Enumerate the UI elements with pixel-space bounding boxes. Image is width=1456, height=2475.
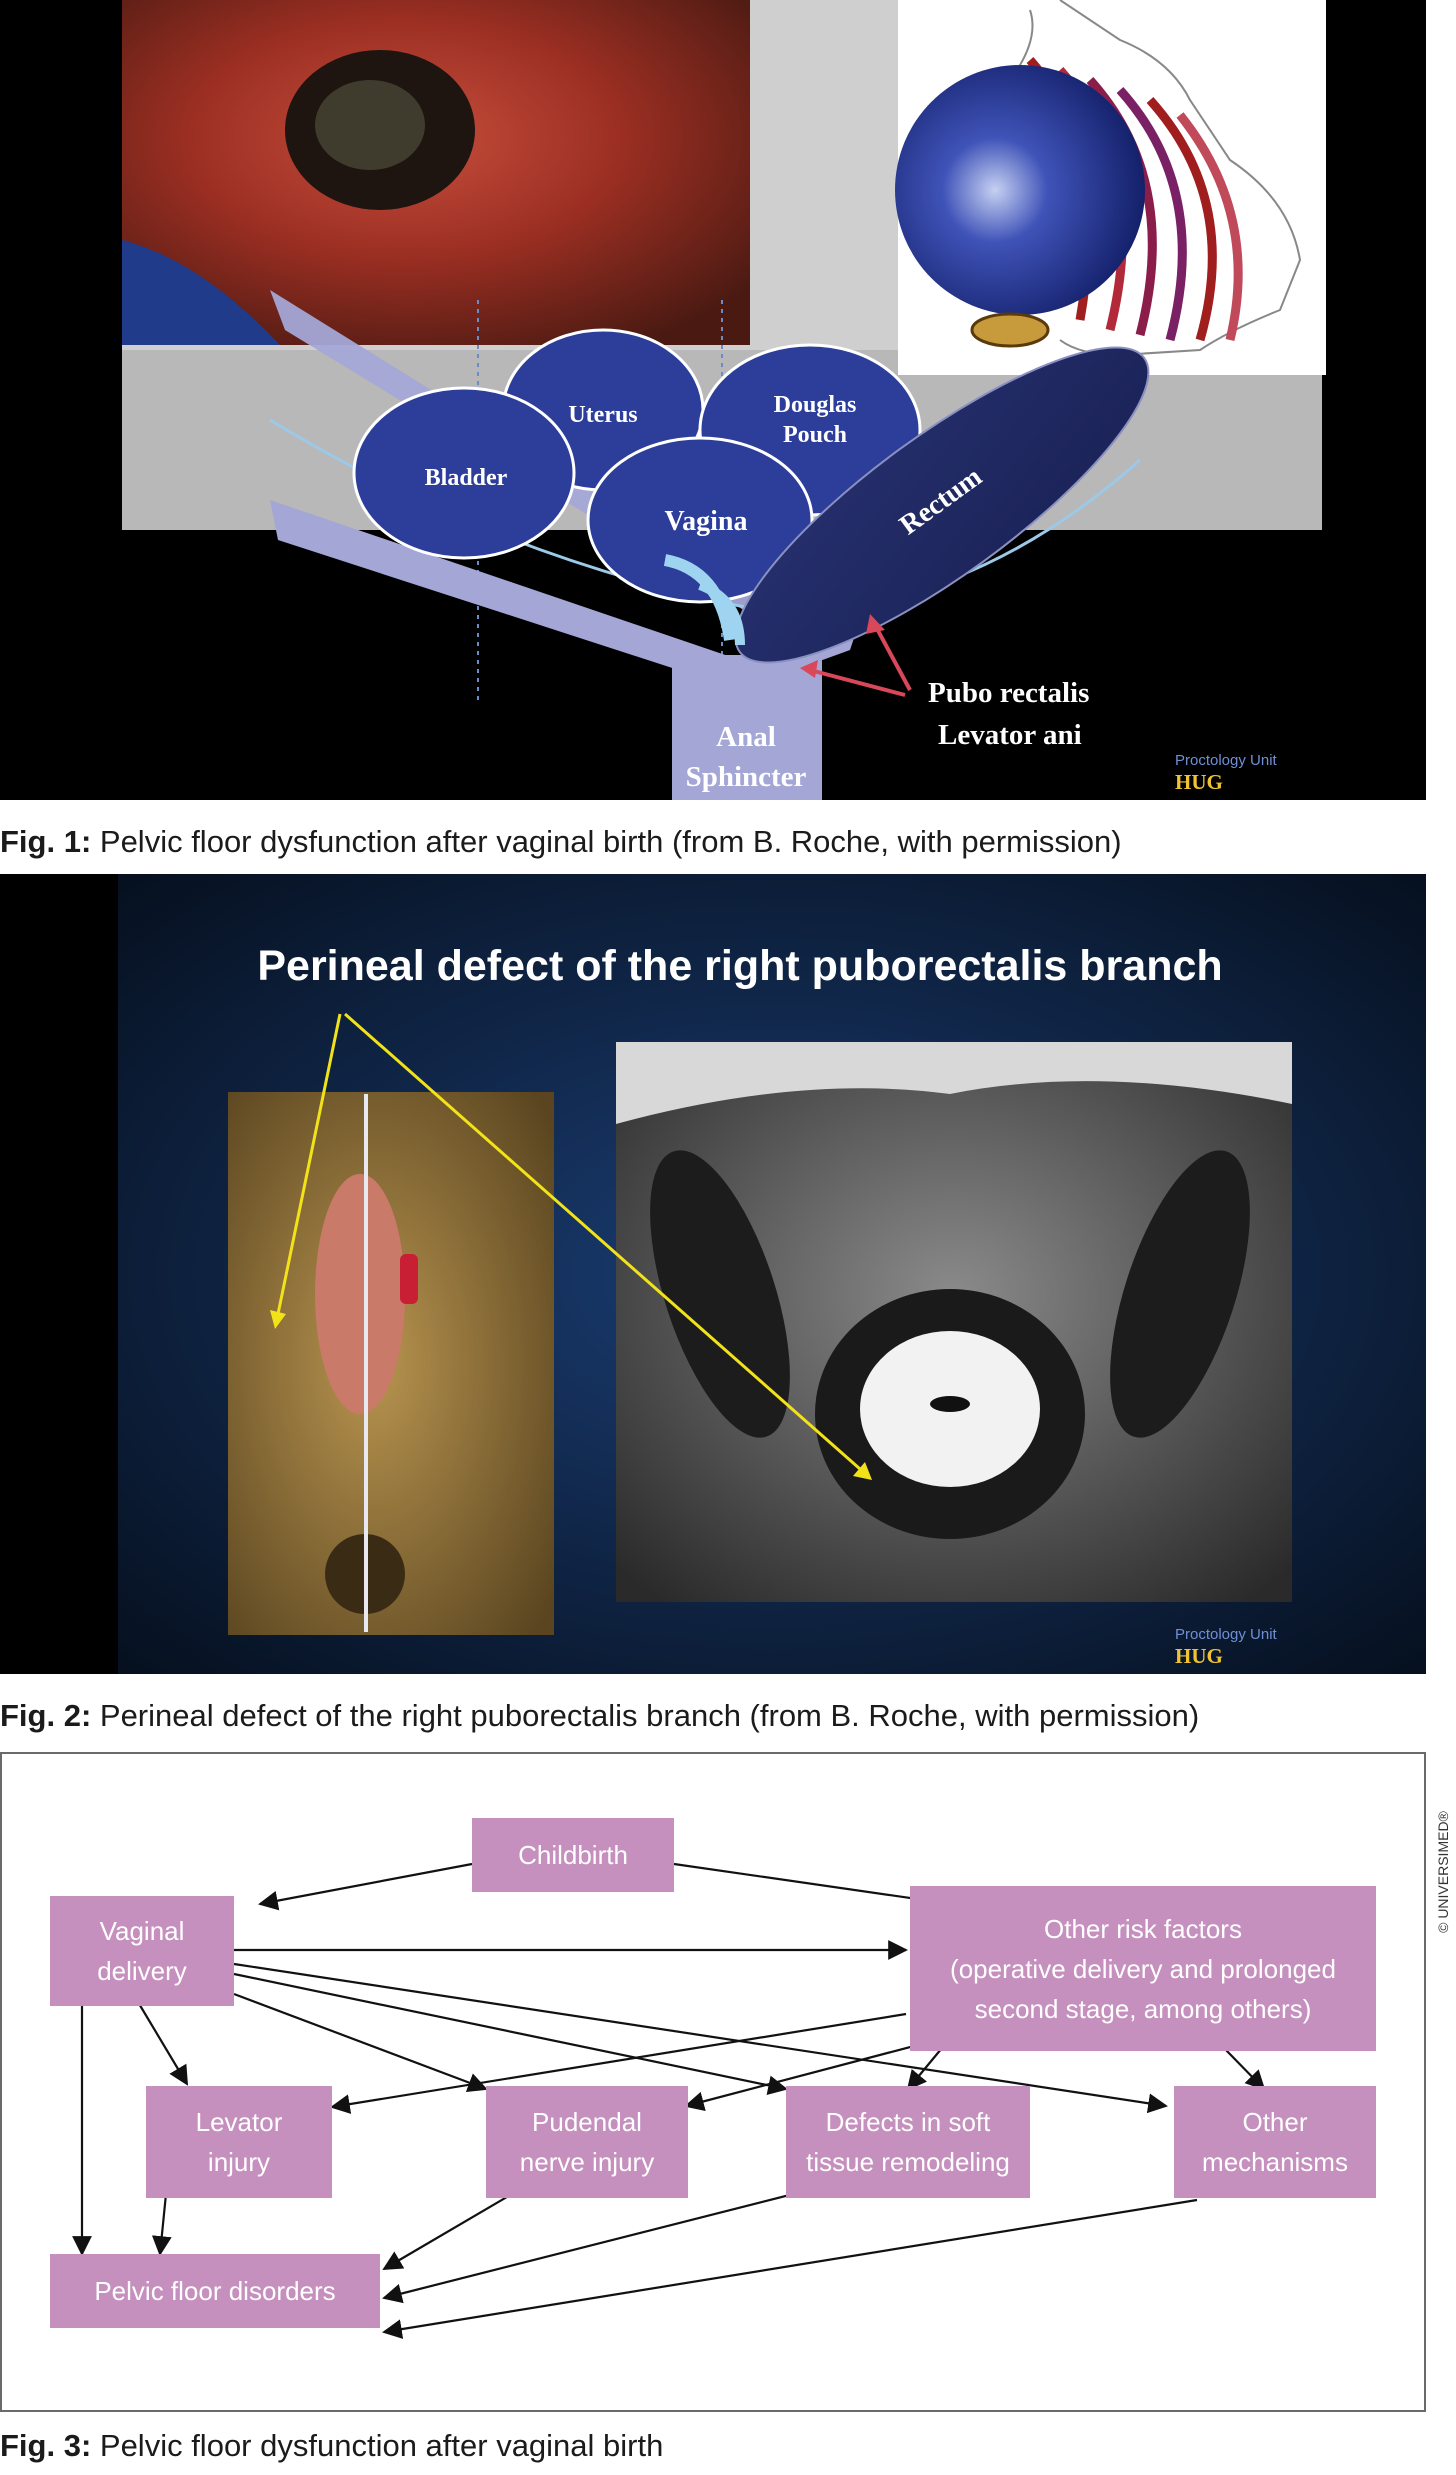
arrow-pudendal-pelvic <box>382 2193 513 2271</box>
pointer-arrowhead-2 <box>866 614 885 634</box>
arrow-otherrisk-pudendal <box>684 2034 953 2112</box>
arrow-childbirth-otherrisk <box>673 1862 954 1912</box>
photo-drape <box>122 240 280 345</box>
box-vaginal-line1: Vaginal <box>99 1916 185 1946</box>
mri-right-bone <box>1110 1150 1250 1438</box>
figure-1-caption-text: Pelvic floor dysfunction after vaginal b… <box>91 824 1122 859</box>
pointer-mri-head <box>853 1462 872 1480</box>
box-othermech-line1: Other <box>1242 2107 1308 2137</box>
pointer-arrowhead-1 <box>800 660 818 678</box>
box-levator-injury: Levator injury <box>146 2086 332 2198</box>
vagina-shape <box>586 436 814 604</box>
figure-3-caption: Fig. 3: Pelvic floor dysfunction after v… <box>0 2426 663 2466</box>
arrow-otherrisk-othermech <box>1223 2047 1266 2091</box>
pointer-photo-head <box>270 1310 286 1329</box>
arrow-otherrisk-defects <box>906 2047 943 2091</box>
figure-3-caption-text: Pelvic floor dysfunction after vaginal b… <box>91 2428 664 2463</box>
box-levator-line2: injury <box>207 2147 271 2177</box>
pointer-photo <box>276 1013 342 1315</box>
mri-skin <box>616 1042 1292 1124</box>
copyright-vertical: © UNIVERSIMED® <box>1430 1752 1456 1992</box>
photo-lesion-center <box>315 80 425 170</box>
arrow-levator-pelvic <box>151 2193 172 2256</box>
figure-1-caption-label: Fig. 1: <box>0 824 92 859</box>
model-ring <box>970 312 1050 348</box>
label-vagina: Vagina <box>664 506 747 537</box>
box-defects-line1: Defects in soft <box>825 2107 991 2137</box>
bladder-shape <box>352 386 576 560</box>
box-pudendal-nerve-injury: Pudendal nerve injury <box>486 2086 688 2198</box>
box-othermech-line2: mechanisms <box>1202 2147 1348 2177</box>
figure-1-caption: Fig. 1: Pelvic floor dysfunction after v… <box>0 822 1122 862</box>
watermark-logo-2: HUG <box>1175 1644 1223 1668</box>
box-defects-line2: tissue remodeling <box>806 2147 1010 2177</box>
anal-canal <box>672 655 822 800</box>
arrow-defects-pelvic <box>382 2186 818 2304</box>
label-sphincter: Sphincter <box>686 761 807 793</box>
box-levator-line1: Levator <box>195 2107 283 2137</box>
perineum-marker <box>400 1254 418 1304</box>
box-other-mechanisms: Other mechanisms <box>1174 2086 1376 2198</box>
slide2-title: Perineal defect of the right puborectali… <box>257 942 1222 990</box>
figure-3-caption-label: Fig. 3: <box>0 2428 92 2463</box>
figure-3-flowchart: Childbirth Vaginal delivery Other risk fa… <box>0 1752 1426 2412</box>
box-otherrisk-line3: second stage, among others) <box>974 1993 1312 2024</box>
watermark-unit-2: Proctology Unit <box>1175 1626 1277 1643</box>
box-childbirth-line1: Childbirth <box>518 1840 628 1870</box>
box-pudendal-line2: nerve injury <box>519 2147 655 2177</box>
pointer-mri <box>344 1012 861 1471</box>
mri-lumen <box>930 1396 970 1412</box>
label-levator-ani: Levator ani <box>938 719 1082 751</box>
box-other-risk-factors: Other risk factors (operative delivery an… <box>910 1886 1376 2051</box>
arrow-vaginal-pudendal <box>233 1992 488 2092</box>
box-defects-soft-tissue: Defects in soft tissue remodeling <box>786 2086 1030 2198</box>
figure-2-drawing: Perineal defect of the right puborectali… <box>118 874 1426 1674</box>
box-pelvic-floor-disorders: Pelvic floor disorders <box>50 2254 380 2328</box>
copyright-text: © UNIVERSIMED® <box>1435 1811 1451 1933</box>
arrow-childbirth-vaginal <box>258 1862 473 1911</box>
model-sphere <box>895 65 1145 315</box>
label-bladder: Bladder <box>425 465 508 491</box>
watermark-unit: Proctology Unit <box>1175 752 1277 769</box>
figure-1-anatomy-slide: Bladder Uterus Douglas Pouch Vagina Rect… <box>0 0 1426 800</box>
arrow-vaginal-levator <box>137 2001 189 2086</box>
box-pudendal-line1: Pudendal <box>532 2107 642 2137</box>
rectum-shape <box>734 346 1150 664</box>
box-otherrisk-line2: (operative delivery and prolonged <box>950 1953 1336 1984</box>
figure-2-caption: Fig. 2: Perineal defect of the right pub… <box>0 1696 1199 1736</box>
arrow-vaginal-othermech <box>233 1962 1168 2114</box>
pointer-arrow-2 <box>873 624 912 691</box>
pointer-arrow-1 <box>809 668 906 697</box>
label-douglas-line2: Pouch <box>783 422 847 448</box>
box-otherrisk-line1: Other risk factors <box>1044 1913 1242 1944</box>
label-anal: Anal <box>716 721 776 753</box>
box-childbirth: Childbirth <box>472 1818 674 1892</box>
box-vaginal-line2: delivery <box>97 1956 187 1986</box>
mri-left-bone <box>650 1150 790 1438</box>
sphincter-arc-2 <box>698 580 745 646</box>
flowchart-arrows <box>72 1862 1266 2339</box>
label-pubo-rectalis: Pubo rectalis <box>928 677 1089 709</box>
watermark-logo: HUG <box>1175 770 1223 794</box>
arrow-othermech-pelvic <box>382 2198 1198 2339</box>
figure-2-caption-text: Perineal defect of the right puborectali… <box>91 1698 1200 1733</box>
arrow-otherrisk-levator <box>330 2012 907 2114</box>
box-vaginal-delivery: Vaginal delivery <box>50 1896 234 2006</box>
box-pelvic-line1: Pelvic floor disorders <box>94 2276 336 2306</box>
label-uterus: Uterus <box>568 402 637 428</box>
figure-1-drawing: Bladder Uterus Douglas Pouch Vagina Rect… <box>122 0 1326 800</box>
arrow-vaginal-defects <box>233 1972 788 2096</box>
perineum-defect <box>315 1174 405 1414</box>
figure-2-caption-label: Fig. 2: <box>0 1698 92 1733</box>
figure-2-defect-slide: Perineal defect of the right puborectali… <box>0 874 1426 1674</box>
label-douglas-line1: Douglas <box>774 392 857 418</box>
